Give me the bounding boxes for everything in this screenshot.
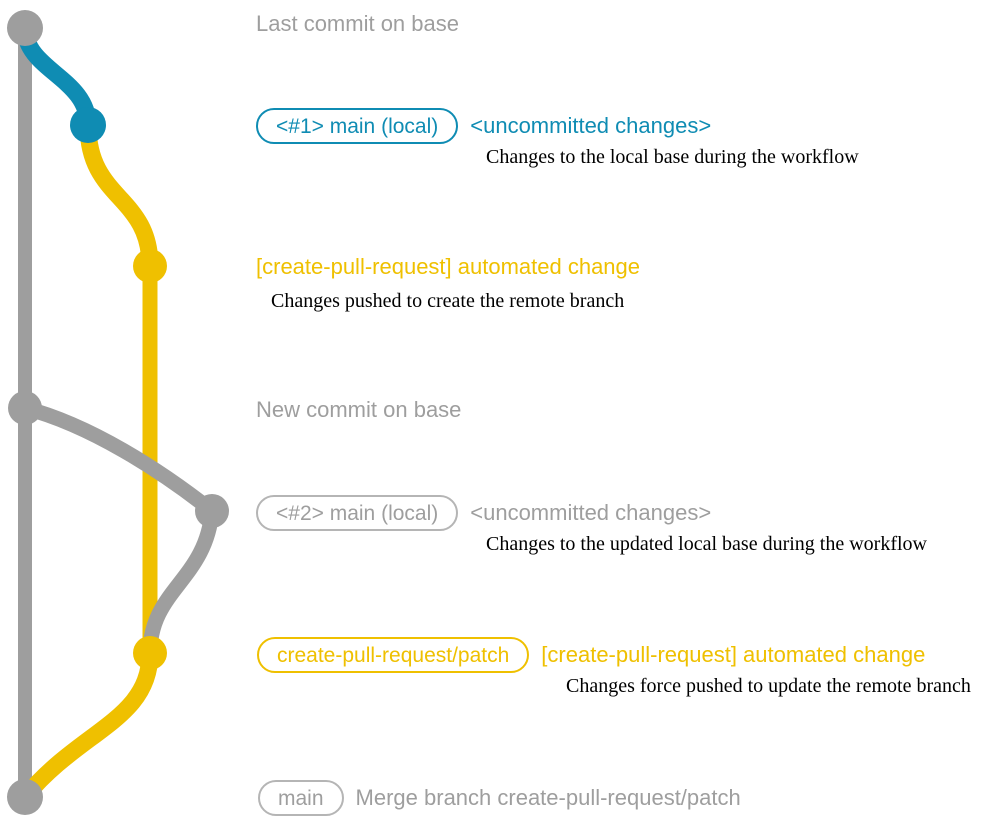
entry-main-local-1: <#1> main (local) <uncommitted changes>: [256, 108, 981, 144]
edge-main-local-1-to-cpr-1: [79, 116, 159, 275]
entry-main-local-2: <#2> main (local) <uncommitted changes>: [256, 495, 981, 531]
edge-base-new-to-main-local-2: [17, 400, 220, 519]
commit-node-main-local-1[interactable]: [70, 107, 106, 143]
branch-chip-main[interactable]: main: [258, 780, 344, 816]
commit-node-cpr-1[interactable]: [133, 249, 167, 283]
edge-main-local-2-to-cpr-2: [142, 503, 220, 661]
commit-node-main-local-2[interactable]: [195, 494, 229, 528]
commit-title: <uncommitted changes>: [470, 500, 712, 525]
commit-title: [create-pull-request] automated change: [541, 642, 926, 667]
commit-description-main-local-2: Changes to the updated local base during…: [486, 533, 927, 555]
commit-title: [create-pull-request] automated change: [256, 254, 641, 279]
commit-description-main-local-1: Changes to the local base during the wor…: [486, 146, 859, 168]
branch-chip-main-local-1[interactable]: <#1> main (local): [256, 108, 459, 144]
commit-node-merge[interactable]: [7, 779, 43, 815]
commit-node-base-new[interactable]: [8, 391, 42, 425]
entry-last-commit-on-base: Last commit on base: [256, 13, 981, 35]
commit-node-base-last[interactable]: [7, 10, 43, 46]
edge-cpr-2-to-merge: [16, 644, 159, 806]
commit-title: <uncommitted changes>: [470, 113, 712, 138]
branch-chip-create-pull-request-patch[interactable]: create-pull-request/patch: [257, 637, 530, 673]
commit-title: Merge branch create-pull-request/patch: [355, 785, 741, 810]
entry-cpr-commit-1: [create-pull-request] automated change: [256, 256, 981, 278]
commit-description-cpr-commit-2: Changes force pushed to update the remot…: [566, 675, 971, 697]
entry-cpr-commit-2: create-pull-request/patch [create-pull-r…: [257, 637, 981, 673]
commit-node-cpr-2[interactable]: [133, 636, 167, 670]
commit-title: New commit on base: [256, 397, 462, 422]
branch-chip-main-local-2[interactable]: <#2> main (local): [256, 495, 459, 531]
entry-new-commit-on-base: New commit on base: [256, 399, 981, 421]
entry-merge-commit: main Merge branch create-pull-request/pa…: [258, 780, 981, 816]
commit-description-cpr-commit-1: Changes pushed to create the remote bran…: [271, 290, 625, 312]
commit-title: Last commit on base: [256, 11, 459, 36]
